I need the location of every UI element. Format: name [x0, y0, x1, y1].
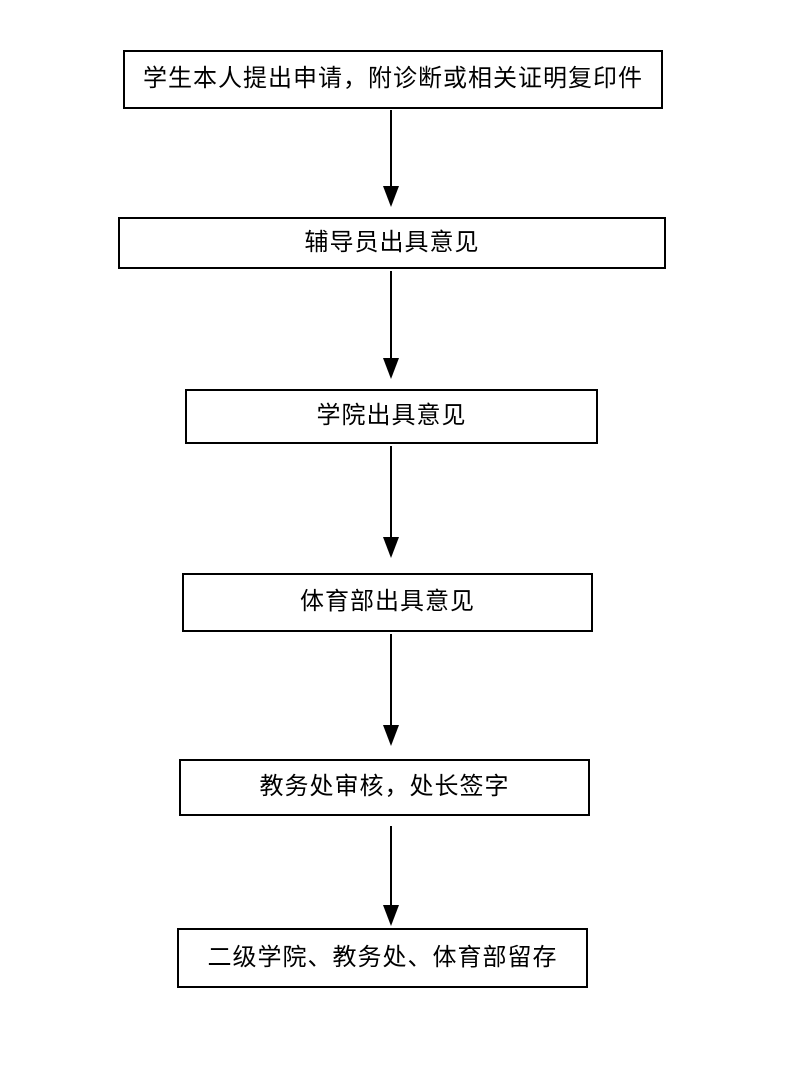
- flow-step-label: 教务处审核，处长签字: [259, 774, 510, 801]
- arrow-line: [390, 826, 392, 905]
- flow-arrow-2: [383, 271, 399, 379]
- flow-step-records-retention: 二级学院、教务处、体育部留存: [177, 928, 588, 988]
- flow-step-label: 体育部出具意见: [300, 589, 475, 616]
- flow-step-student-application: 学生本人提出申请，附诊断或相关证明复印件: [123, 50, 663, 109]
- flow-step-label: 二级学院、教务处、体育部留存: [207, 944, 558, 971]
- flow-arrow-5: [383, 826, 399, 926]
- arrow-down-icon: [383, 905, 399, 926]
- arrow-line: [390, 446, 392, 537]
- flow-step-academic-affairs-review: 教务处审核，处长签字: [179, 759, 590, 816]
- flow-arrow-4: [383, 634, 399, 746]
- arrow-line: [390, 634, 392, 725]
- flow-step-label: 学生本人提出申请，附诊断或相关证明复印件: [143, 66, 643, 93]
- arrow-down-icon: [383, 358, 399, 379]
- flow-step-counselor-opinion: 辅导员出具意见: [118, 217, 666, 269]
- flow-step-pe-department-opinion: 体育部出具意见: [182, 573, 593, 632]
- flow-arrow-3: [383, 446, 399, 558]
- arrow-down-icon: [383, 725, 399, 746]
- flow-step-college-opinion: 学院出具意见: [185, 389, 598, 444]
- arrow-down-icon: [383, 186, 399, 207]
- flow-arrow-1: [383, 110, 399, 207]
- arrow-line: [390, 271, 392, 358]
- flow-step-label: 学院出具意见: [316, 403, 467, 430]
- flow-step-label: 辅导员出具意见: [304, 229, 480, 256]
- arrow-down-icon: [383, 537, 399, 558]
- arrow-line: [390, 110, 392, 186]
